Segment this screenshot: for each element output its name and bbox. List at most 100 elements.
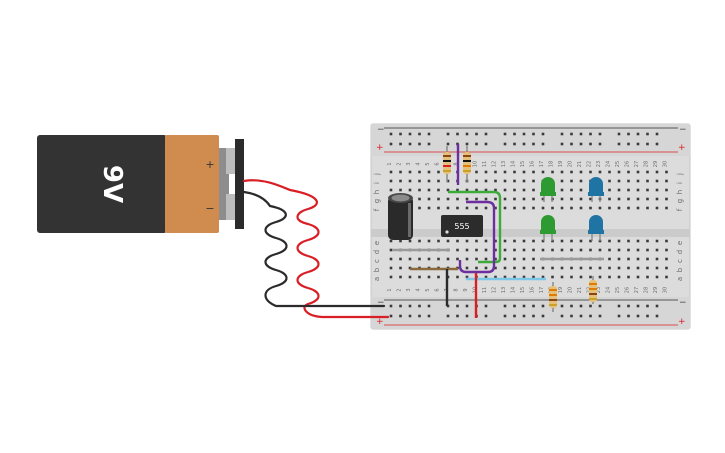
terminal-hole[interactable] xyxy=(636,275,640,279)
terminal-hole[interactable] xyxy=(522,206,526,210)
terminal-hole[interactable] xyxy=(608,179,611,183)
terminal-hole[interactable] xyxy=(665,188,668,192)
terminal-hole[interactable] xyxy=(665,266,668,270)
terminal-hole[interactable] xyxy=(465,275,469,279)
terminal-hole[interactable] xyxy=(655,170,659,174)
terminal-hole[interactable] xyxy=(437,197,440,201)
terminal-hole[interactable] xyxy=(589,170,592,174)
battery-body[interactable] xyxy=(37,135,167,233)
terminal-hole[interactable] xyxy=(608,170,611,174)
terminal-hole[interactable] xyxy=(513,248,516,252)
terminal-hole[interactable] xyxy=(522,266,526,270)
terminal-hole[interactable] xyxy=(503,197,507,201)
terminal-hole[interactable] xyxy=(475,266,478,270)
terminal-hole[interactable] xyxy=(608,239,611,243)
rail-hole[interactable] xyxy=(408,132,412,136)
rail-hole[interactable] xyxy=(389,132,393,136)
rail-hole[interactable] xyxy=(570,132,573,136)
terminal-hole[interactable] xyxy=(541,266,545,270)
terminal-hole[interactable] xyxy=(475,197,478,201)
green-jumper-wire[interactable] xyxy=(448,190,502,264)
terminal-hole[interactable] xyxy=(579,197,583,201)
terminal-hole[interactable] xyxy=(560,170,564,174)
rail-hole[interactable] xyxy=(598,142,602,146)
terminal-hole[interactable] xyxy=(427,179,431,183)
terminal-hole[interactable] xyxy=(465,266,469,270)
terminal-hole[interactable] xyxy=(465,239,469,243)
terminal-hole[interactable] xyxy=(513,179,516,183)
rail-hole[interactable] xyxy=(399,142,402,146)
terminal-hole[interactable] xyxy=(655,206,659,210)
terminal-hole[interactable] xyxy=(589,248,592,252)
terminal-hole[interactable] xyxy=(513,239,516,243)
terminal-hole[interactable] xyxy=(399,239,402,243)
rail-hole[interactable] xyxy=(532,314,535,318)
terminal-hole[interactable] xyxy=(617,266,621,270)
terminal-hole[interactable] xyxy=(503,275,507,279)
terminal-hole[interactable] xyxy=(503,206,507,210)
terminal-hole[interactable] xyxy=(589,206,592,210)
terminal-hole[interactable] xyxy=(494,206,497,210)
battery-plus-terminal[interactable] xyxy=(226,148,236,174)
rail-hole[interactable] xyxy=(570,314,573,318)
terminal-hole[interactable] xyxy=(418,206,421,210)
terminal-hole[interactable] xyxy=(484,170,488,174)
terminal-hole[interactable] xyxy=(617,248,621,252)
terminal-hole[interactable] xyxy=(579,170,583,174)
rail-hole[interactable] xyxy=(655,314,659,318)
terminal-hole[interactable] xyxy=(532,239,535,243)
rail-hole[interactable] xyxy=(484,132,488,136)
terminal-hole[interactable] xyxy=(446,179,450,183)
rail-hole[interactable] xyxy=(560,314,564,318)
terminal-hole[interactable] xyxy=(617,206,621,210)
led-green-bottom[interactable] xyxy=(540,215,556,241)
terminal-hole[interactable] xyxy=(475,206,478,210)
rail-hole[interactable] xyxy=(456,314,459,318)
rail-hole[interactable] xyxy=(646,142,649,146)
terminal-hole[interactable] xyxy=(513,266,516,270)
terminal-hole[interactable] xyxy=(655,179,659,183)
rail-hole[interactable] xyxy=(503,304,507,308)
terminal-hole[interactable] xyxy=(408,170,412,174)
terminal-hole[interactable] xyxy=(513,188,516,192)
terminal-hole[interactable] xyxy=(389,239,393,243)
terminal-hole[interactable] xyxy=(665,275,668,279)
terminal-hole[interactable] xyxy=(598,266,602,270)
terminal-hole[interactable] xyxy=(503,248,507,252)
terminal-hole[interactable] xyxy=(646,188,649,192)
terminal-hole[interactable] xyxy=(389,266,393,270)
rail-hole[interactable] xyxy=(418,304,421,308)
terminal-hole[interactable] xyxy=(389,275,393,279)
terminal-hole[interactable] xyxy=(399,188,402,192)
terminal-hole[interactable] xyxy=(627,179,630,183)
rail-hole[interactable] xyxy=(522,304,526,308)
rail-hole[interactable] xyxy=(627,142,630,146)
rail-hole[interactable] xyxy=(617,132,621,136)
terminal-hole[interactable] xyxy=(636,248,640,252)
terminal-hole[interactable] xyxy=(627,275,630,279)
terminal-hole[interactable] xyxy=(465,197,469,201)
rail-hole[interactable] xyxy=(570,142,573,146)
terminal-hole[interactable] xyxy=(589,275,592,279)
terminal-hole[interactable] xyxy=(665,206,668,210)
terminal-hole[interactable] xyxy=(617,179,621,183)
rail-hole[interactable] xyxy=(617,314,621,318)
rail-hole[interactable] xyxy=(579,132,583,136)
terminal-hole[interactable] xyxy=(636,179,640,183)
terminal-hole[interactable] xyxy=(560,266,564,270)
terminal-hole[interactable] xyxy=(646,179,649,183)
terminal-hole[interactable] xyxy=(532,197,535,201)
rail-hole[interactable] xyxy=(446,142,450,146)
terminal-hole[interactable] xyxy=(665,179,668,183)
rail-hole[interactable] xyxy=(522,314,526,318)
rail-hole[interactable] xyxy=(532,132,535,136)
terminal-hole[interactable] xyxy=(532,179,535,183)
terminal-hole[interactable] xyxy=(636,239,640,243)
terminal-hole[interactable] xyxy=(408,275,412,279)
terminal-hole[interactable] xyxy=(437,275,440,279)
terminal-hole[interactable] xyxy=(646,239,649,243)
rail-hole[interactable] xyxy=(522,132,526,136)
terminal-hole[interactable] xyxy=(494,266,497,270)
terminal-hole[interactable] xyxy=(446,197,450,201)
terminal-hole[interactable] xyxy=(456,239,459,243)
